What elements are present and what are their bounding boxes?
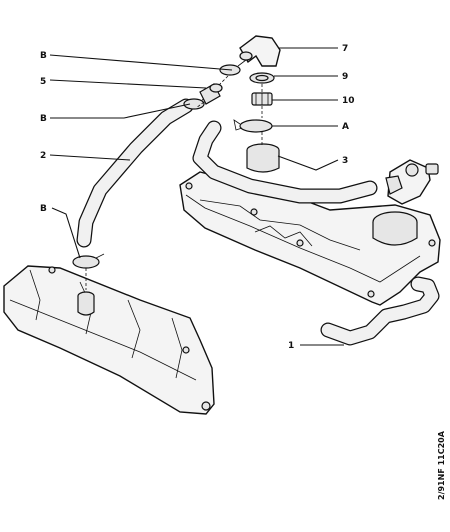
leader-lines — [49, 47, 344, 346]
callout-b-low: B — [40, 204, 47, 214]
hose-3 — [192, 120, 378, 204]
intake-manifold — [3, 265, 215, 415]
callout-3: 3 — [342, 156, 348, 166]
callout-b-mid: B — [40, 114, 47, 124]
valve-10 — [251, 92, 273, 106]
assembly-axis-left — [195, 75, 229, 109]
reference-code: 2/91NF 11C20A — [437, 430, 446, 500]
callout-1: 1 — [288, 341, 294, 351]
clip-b-low — [72, 253, 105, 269]
callout-10: 10 — [342, 96, 355, 106]
hose-1 — [320, 276, 440, 346]
callout-b-top: B — [40, 51, 47, 61]
seal-9 — [249, 72, 275, 84]
rocker-cover — [179, 143, 441, 306]
callout-9: 9 — [342, 72, 348, 82]
clip-a — [233, 119, 273, 133]
hose-2 — [76, 98, 194, 248]
callout-7: 7 — [342, 44, 348, 54]
callout-5: 5 — [40, 77, 46, 87]
right-connector — [385, 159, 439, 205]
fitting-5 — [199, 83, 223, 105]
elbow-7 — [239, 35, 281, 67]
callout-a: A — [342, 122, 349, 132]
clip-b-top — [219, 59, 247, 76]
callout-2: 2 — [40, 151, 46, 161]
